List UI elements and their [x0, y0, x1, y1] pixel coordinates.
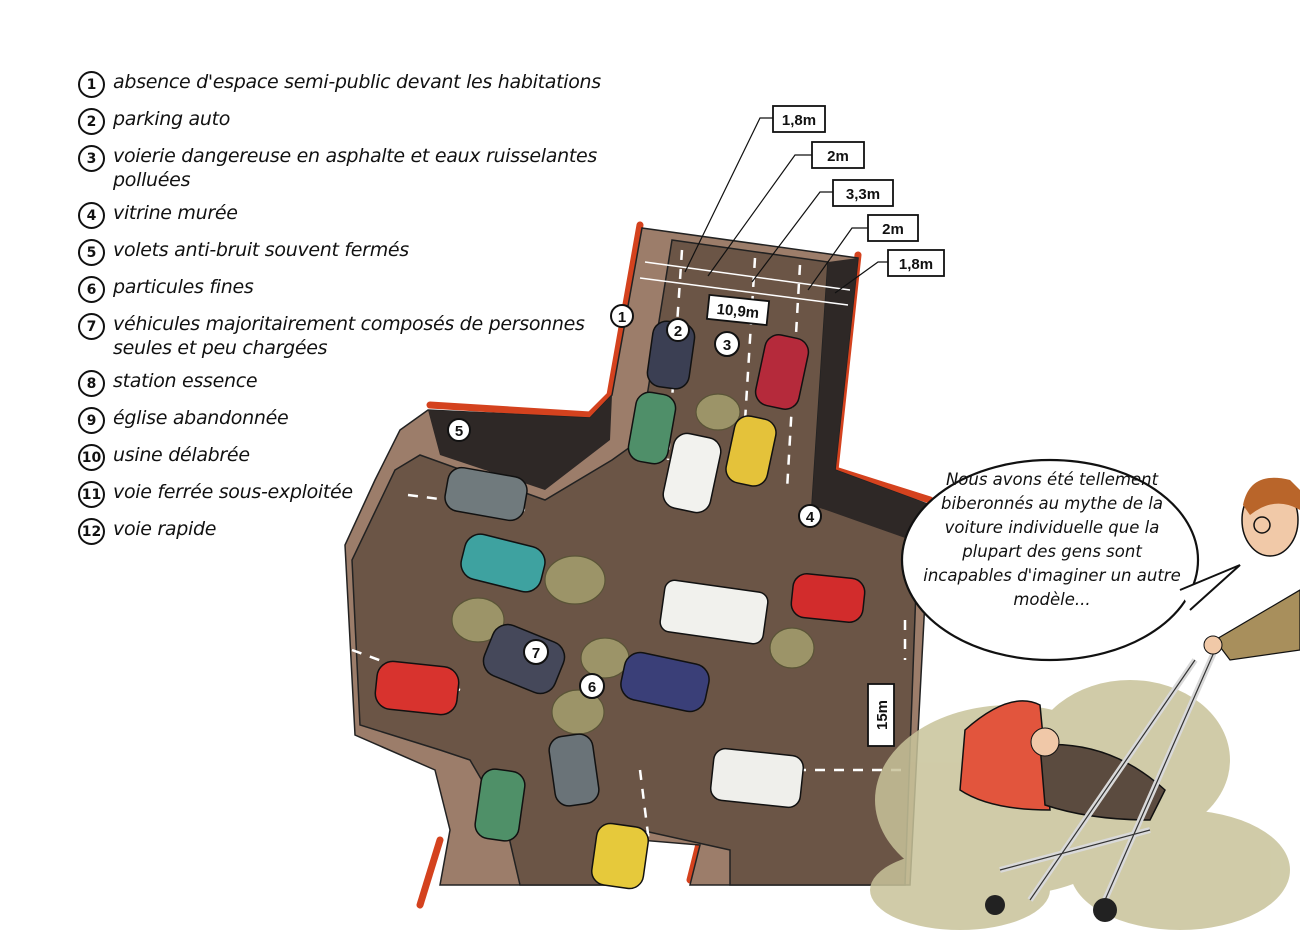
car-teal — [460, 533, 546, 593]
car-white-bottom — [709, 747, 805, 809]
man-hand — [1203, 635, 1223, 655]
legend-item: 9 église abandonnée — [78, 406, 638, 434]
dim-label-5: 1,8m — [899, 256, 933, 273]
baby-head — [1030, 727, 1060, 757]
width-line-2 — [639, 277, 849, 306]
legend-text: voierie dangereuse en asphalte et eaux r… — [113, 145, 597, 191]
legend-text: absence d'espace semi-public devant les … — [113, 71, 601, 93]
dim-label-3: 3,3m — [846, 186, 880, 203]
legend-item: 3 voierie dangereuse en asphalte et eaux … — [78, 144, 638, 192]
marker-5: 5 — [455, 423, 463, 440]
car-green — [627, 391, 677, 465]
legend-number: 1 — [78, 71, 105, 98]
stroller-seat — [1039, 743, 1166, 821]
legend-number: 6 — [78, 276, 105, 303]
legend-text: voie rapide — [113, 518, 217, 540]
man-hair — [1243, 477, 1300, 515]
legend-number: 10 — [78, 444, 105, 471]
marker-1: 1 — [618, 309, 626, 326]
marker-2: 2 — [674, 323, 682, 340]
legend-number: 5 — [78, 239, 105, 266]
legend-text: véhicules majoritairement composés de pe… — [113, 313, 585, 359]
legend-text: usine délabrée — [113, 444, 250, 466]
legend-item: 8 station essence — [78, 369, 638, 397]
dimension-labels: 1,8m 2m 3,3m 2m 1,8m 10,9m 15m — [705, 105, 945, 747]
speech-bubble — [900, 458, 1241, 662]
man-arm — [1214, 589, 1300, 661]
dim-label-4: 2m — [882, 221, 904, 238]
car-grey-mid — [548, 733, 600, 807]
dim-label-2: 2m — [827, 148, 849, 165]
legend-text: église abandonnée — [113, 407, 289, 429]
man-glasses — [1253, 516, 1271, 534]
legend-number: 3 — [78, 145, 105, 172]
legend-item: 2 parking auto — [78, 107, 638, 135]
car-dark-grey — [482, 623, 566, 695]
dim-label-cross: 15m — [874, 700, 891, 730]
legend-item: 11 voie ferrée sous-exploitée — [78, 480, 638, 508]
pollution-clouds — [451, 393, 815, 735]
dim-label-1: 1,8m — [782, 112, 816, 129]
curb-dark — [812, 258, 930, 545]
legend-number: 2 — [78, 108, 105, 135]
legend-item: 4 vitrine murée — [78, 201, 638, 229]
stroller-canopy — [959, 700, 1051, 811]
marker-4: 4 — [806, 509, 815, 526]
car-white-top — [662, 432, 722, 514]
car-red-bottom — [374, 660, 460, 716]
car-navy — [620, 651, 710, 713]
legend-number: 4 — [78, 202, 105, 229]
legend-item: 7 véhicules majoritairement composés de p… — [78, 312, 638, 360]
width-line — [644, 261, 851, 291]
marker-6: 6 — [588, 679, 596, 696]
van-white — [659, 579, 769, 645]
car-red-top — [754, 334, 810, 410]
legend: 1 absence d'espace semi-public devant les… — [78, 70, 638, 554]
curb-dark-left — [428, 395, 612, 490]
speech-bubble-text: Nous avons été tellement biberonnés au m… — [923, 470, 1181, 609]
legend-text: station essence — [113, 370, 258, 392]
car-red-right — [790, 572, 866, 624]
legend-number: 9 — [78, 407, 105, 434]
marker-7: 7 — [532, 645, 540, 662]
legend-text: vitrine murée — [113, 202, 238, 224]
legend-item: 1 absence d'espace semi-public devant les… — [78, 70, 638, 98]
stroller — [959, 648, 1218, 922]
car-yellow-top — [725, 415, 777, 487]
car-yellow-bottom — [591, 822, 649, 890]
legend-item: 5 volets anti-bruit souvent fermés — [78, 238, 638, 266]
dimension-leaders — [684, 117, 888, 294]
legend-item: 6 particules fines — [78, 275, 638, 303]
legend-number: 12 — [78, 518, 105, 545]
legend-text: voie ferrée sous-exploitée — [113, 481, 353, 503]
car-green-bottom — [474, 768, 526, 842]
legend-number: 7 — [78, 313, 105, 340]
car-grey-left — [444, 466, 528, 522]
legend-item: 12 voie rapide — [78, 517, 638, 545]
man — [1203, 477, 1300, 661]
legend-text: parking auto — [113, 108, 231, 130]
stroller-wheel-right — [1093, 898, 1117, 922]
legend-number: 8 — [78, 370, 105, 397]
stroller-wheel-left — [985, 895, 1005, 915]
legend-number: 11 — [78, 481, 105, 508]
dim-label-total: 10,9m — [716, 301, 760, 322]
cars — [374, 320, 866, 890]
legend-item: 10 usine délabrée — [78, 443, 638, 471]
marker-3: 3 — [723, 337, 731, 354]
legend-text: volets anti-bruit souvent fermés — [113, 239, 409, 261]
legend-text: particules fines — [113, 276, 254, 298]
scene-markers: 1 2 3 4 5 6 7 — [447, 304, 822, 699]
